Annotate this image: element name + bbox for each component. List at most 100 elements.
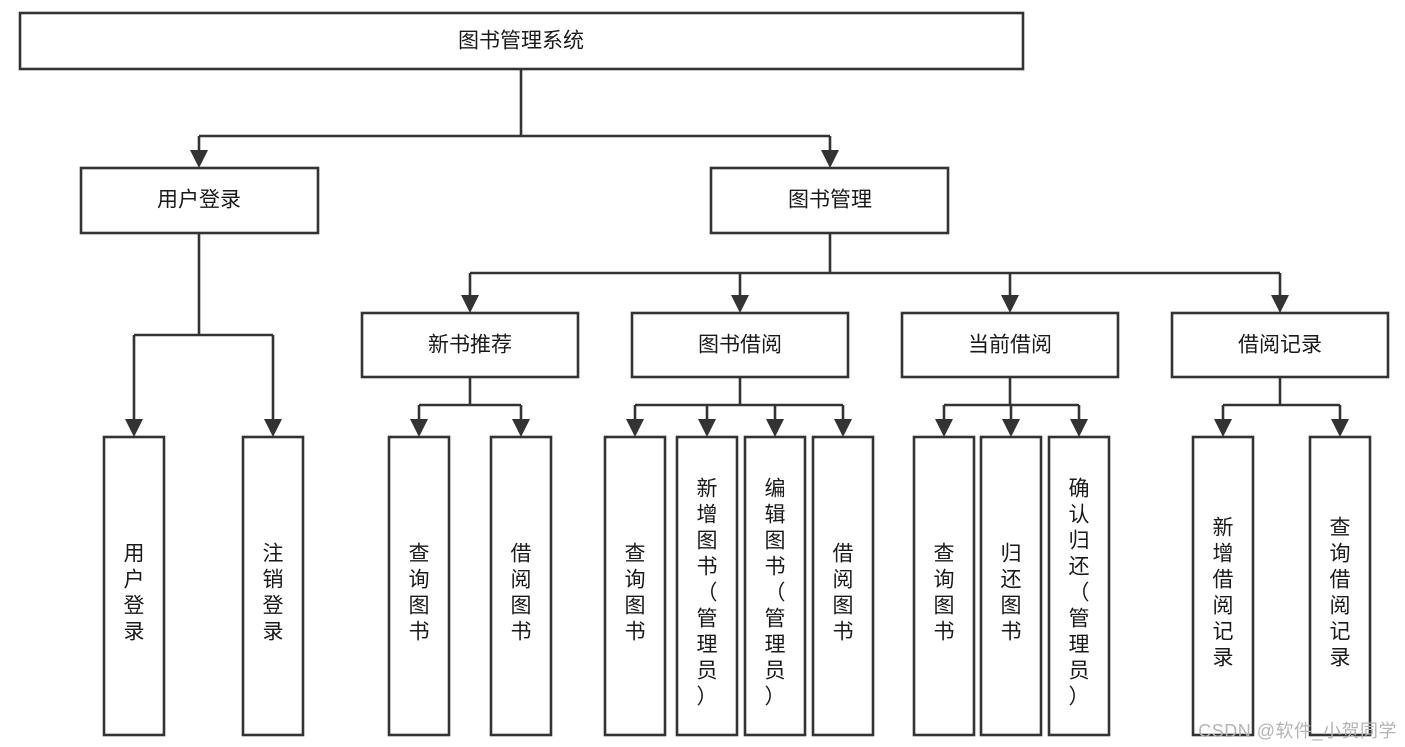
node-leaf-edit-book-box [743,435,807,737]
connector-layer [125,69,1349,437]
node-leaf-edit-book-label: 编辑图书（管理员） [765,477,786,708]
vertical-glyph: 员 [697,659,718,682]
node-root-box [18,11,1025,71]
vertical-glyph: 管 [1069,607,1090,630]
node-leaf-user-login[interactable]: 用户登录 [102,435,166,737]
node-leaf-borrow-book-1-label: 借阅图书 [511,542,532,643]
arrowhead-leaf-query-book-3 [935,419,953,437]
vertical-glyph: 登 [124,594,145,617]
vertical-glyph: （ [1069,581,1090,604]
node-borrow-record-label: 借阅记录 [1238,334,1322,357]
vertical-glyph: 书 [409,620,430,643]
node-current-borrow[interactable]: 当前借阅 [900,311,1120,379]
vertical-glyph: 管 [765,607,786,630]
vertical-glyph: 录 [1330,646,1351,669]
arrowhead-borrow-record [1271,295,1289,313]
arrowhead-leaf-borrow-book-2 [834,419,852,437]
vertical-glyph: 销 [263,568,284,591]
node-leaf-add-book-box [675,435,739,737]
arrowhead-leaf-add-record [1214,419,1232,437]
node-book-manage[interactable]: 图书管理 [709,166,950,235]
vertical-glyph: 书 [1001,620,1022,643]
arrowhead-leaf-confirm-return [1070,419,1088,437]
vertical-glyph: 理 [1069,633,1090,656]
node-book-manage-label: 图书管理 [788,189,872,212]
vertical-glyph: 理 [697,633,718,656]
node-leaf-add-record[interactable]: 新增借阅记录 [1191,435,1255,737]
vertical-glyph: 借 [1330,568,1351,591]
node-leaf-query-book-3-label: 查询图书 [934,542,955,643]
vertical-glyph: 注 [263,542,284,565]
vertical-glyph: 书 [833,620,854,643]
vertical-glyph: 归 [1069,529,1090,552]
vertical-glyph: 理 [765,633,786,656]
vertical-glyph: 管 [697,607,718,630]
vertical-glyph: ） [1069,685,1090,708]
vertical-glyph: 户 [124,568,145,591]
node-leaf-confirm-return[interactable]: 确认归还（管理员） [1047,435,1111,737]
node-leaf-query-book-3[interactable]: 查询图书 [912,435,976,737]
node-leaf-add-book[interactable]: 新增图书（管理员） [675,435,739,737]
node-leaf-logout-login[interactable]: 注销登录 [241,435,305,737]
node-leaf-query-book-2[interactable]: 查询图书 [603,435,667,737]
node-leaf-return-book-label: 归还图书 [1001,542,1022,643]
arrowhead-leaf-logout-login [264,419,282,437]
node-leaf-query-book-1[interactable]: 查询图书 [387,435,451,737]
node-leaf-add-book-label: 新增图书（管理员） [697,477,718,708]
vertical-glyph: 查 [934,542,955,565]
vertical-glyph: 图 [409,594,430,617]
arrowhead-leaf-query-book-2 [626,419,644,437]
vertical-glyph: 确 [1069,477,1090,500]
arrowhead-book-manage [821,150,839,168]
vertical-glyph: 查 [409,542,430,565]
vertical-glyph: 新 [697,477,718,500]
arrowhead-book-borrow [731,295,749,313]
node-leaf-return-book-box [979,435,1043,737]
node-book-borrow-box [630,311,850,379]
arrowhead-leaf-borrow-book-1 [512,419,530,437]
vertical-glyph: 图 [934,594,955,617]
node-leaf-return-book[interactable]: 归还图书 [979,435,1043,737]
node-borrow-record[interactable]: 借阅记录 [1170,311,1390,379]
vertical-glyph: 书 [511,620,532,643]
vertical-glyph: 询 [934,568,955,591]
node-leaf-borrow-book-2[interactable]: 借阅图书 [811,435,875,737]
node-leaf-borrow-book-2-label: 借阅图书 [833,542,854,643]
node-leaf-confirm-return-box [1047,435,1111,737]
vertical-glyph: 员 [1069,659,1090,682]
vertical-glyph: 书 [625,620,646,643]
vertical-glyph: 记 [1213,620,1234,643]
node-leaf-query-book-2-label: 查询图书 [625,542,646,643]
node-book-borrow-label: 图书借阅 [698,334,782,357]
vertical-glyph: 询 [625,568,646,591]
vertical-glyph: 图 [625,594,646,617]
node-borrow-record-box [1170,311,1390,379]
vertical-glyph: 书 [934,620,955,643]
vertical-glyph: 书 [765,555,786,578]
vertical-glyph: 书 [697,555,718,578]
node-user-login[interactable]: 用户登录 [79,166,320,235]
arrowhead-user-login [190,150,208,168]
node-user-login-box [79,166,320,235]
vertical-glyph: （ [765,581,786,604]
vertical-glyph: 还 [1069,555,1090,578]
vertical-glyph: 借 [511,542,532,565]
vertical-glyph: 阅 [511,568,532,591]
node-book-borrow[interactable]: 图书借阅 [630,311,850,379]
node-leaf-edit-book[interactable]: 编辑图书（管理员） [743,435,807,737]
arrowhead-leaf-edit-book [766,419,784,437]
vertical-glyph: 用 [124,542,145,565]
vertical-glyph: 增 [697,503,718,526]
node-user-login-label: 用户登录 [157,189,241,212]
vertical-glyph: 查 [1330,516,1351,539]
vertical-glyph: 阅 [833,568,854,591]
node-leaf-query-record[interactable]: 查询借阅记录 [1308,435,1372,737]
vertical-glyph: 编 [765,477,786,500]
node-root[interactable]: 图书管理系统 [18,11,1025,71]
node-new-book-rec[interactable]: 新书推荐 [360,311,580,379]
vertical-glyph: 图 [697,529,718,552]
node-leaf-user-login-box [102,435,166,737]
vertical-glyph: 阅 [1213,594,1234,617]
node-leaf-borrow-book-1[interactable]: 借阅图书 [489,435,553,737]
